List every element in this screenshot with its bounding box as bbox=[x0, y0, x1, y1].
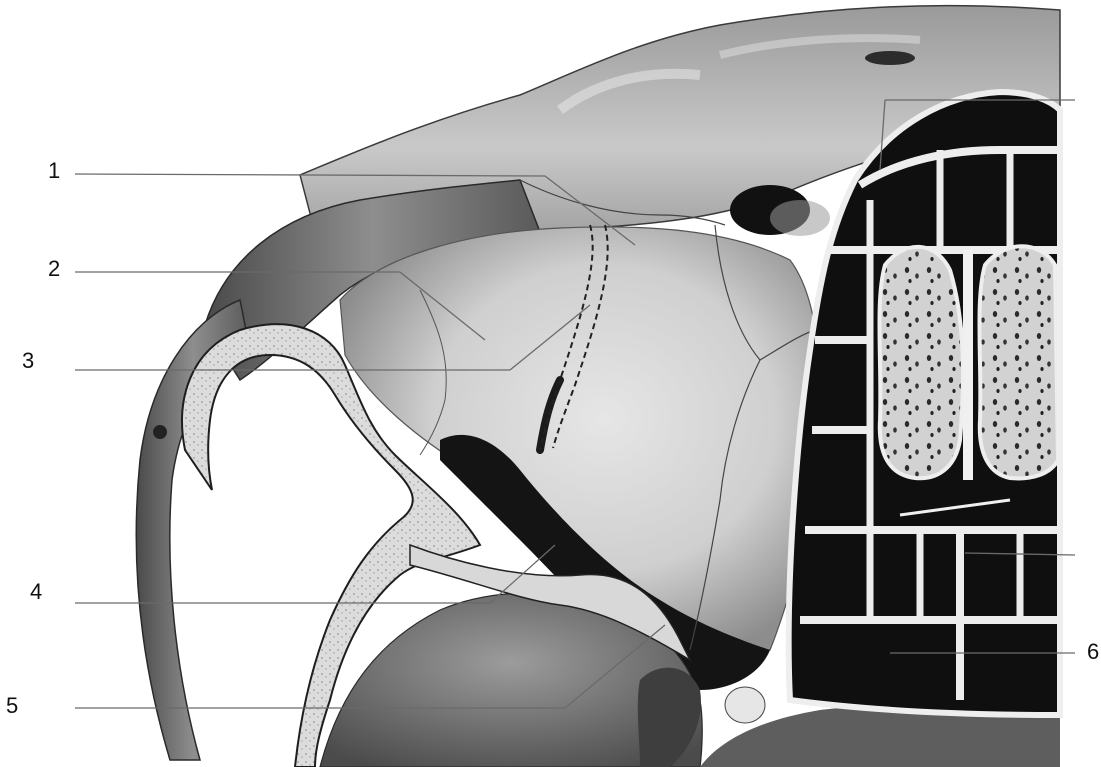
ethmoid-sinus-cells bbox=[789, 92, 1060, 715]
label-1: 1 bbox=[48, 160, 60, 182]
label-2: 2 bbox=[48, 258, 60, 280]
label-3: 3 bbox=[22, 350, 34, 372]
label-4: 4 bbox=[30, 581, 42, 603]
label-5: 5 bbox=[6, 695, 18, 717]
label-6: 6 bbox=[1087, 641, 1099, 663]
